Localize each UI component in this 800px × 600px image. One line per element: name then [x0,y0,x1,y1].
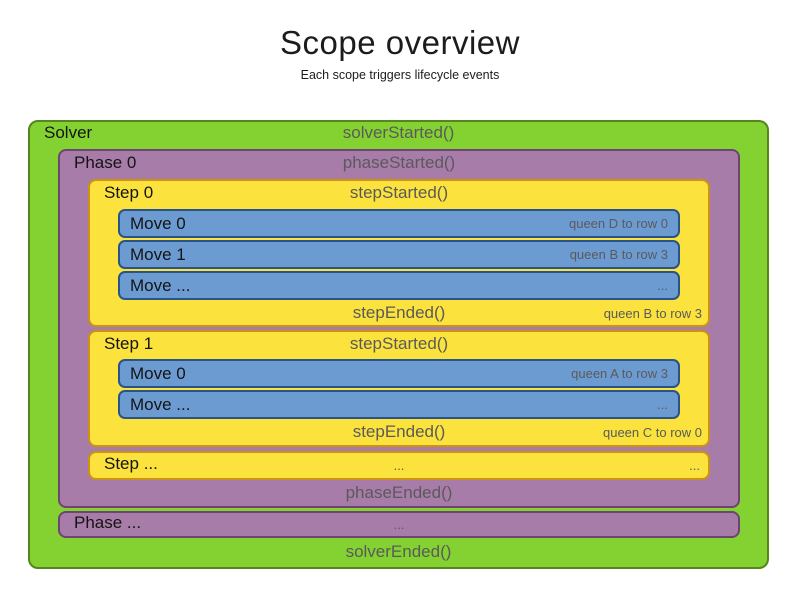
page-subtitle: Each scope triggers lifecycle events [300,68,500,82]
move-row: Move 0 queen D to row 0 [118,209,680,238]
move-detail: ... [657,278,668,293]
phase0-ended-event: phaseEnded() [345,483,453,502]
phase-more-label: Phase ... [74,513,142,532]
step0-ended-event: stepEnded() [352,303,446,322]
move-label: Move ... [130,394,191,414]
step1-ended-event: stepEnded() [352,422,446,441]
move-detail: queen B to row 3 [569,247,668,262]
move-row: Move 0 queen A to row 3 [118,359,680,388]
solver-started-event: solverStarted() [342,123,455,142]
move-row: Move ... ... [118,271,680,300]
step-more-bar [88,451,710,480]
step-more-right-dots: ... [689,458,700,473]
move-label: Move ... [130,275,191,295]
page-title: Scope overview [280,24,520,61]
move-label: Move 0 [130,213,186,233]
move-detail: queen D to row 0 [568,216,668,231]
move-label: Move 0 [130,363,186,383]
move-row: Move 1 queen B to row 3 [118,240,680,269]
phase-more-center-dots: ... [393,517,405,532]
step1-scope-box [88,330,710,447]
move-detail: ... [657,397,668,412]
solver-label: Solver [44,123,93,142]
step-more-center-dots: ... [393,458,405,473]
solver-ended-event: solverEnded() [345,542,452,561]
phase0-started-event: phaseStarted() [342,153,456,172]
step1-label: Step 1 [104,334,154,353]
step0-label: Step 0 [104,183,154,202]
phase-more-bar [58,511,740,538]
step1-started-event: stepStarted() [349,334,449,353]
step-more-label: Step ... [104,454,158,473]
step1-ended-detail: queen C to row 0 [602,425,702,440]
phase0-label: Phase 0 [74,153,137,172]
step0-started-event: stepStarted() [349,183,449,202]
move-detail: queen A to row 3 [571,366,668,381]
move-row: Move ... ... [118,390,680,419]
step0-ended-detail: queen B to row 3 [603,306,702,321]
move-label: Move 1 [130,244,186,264]
